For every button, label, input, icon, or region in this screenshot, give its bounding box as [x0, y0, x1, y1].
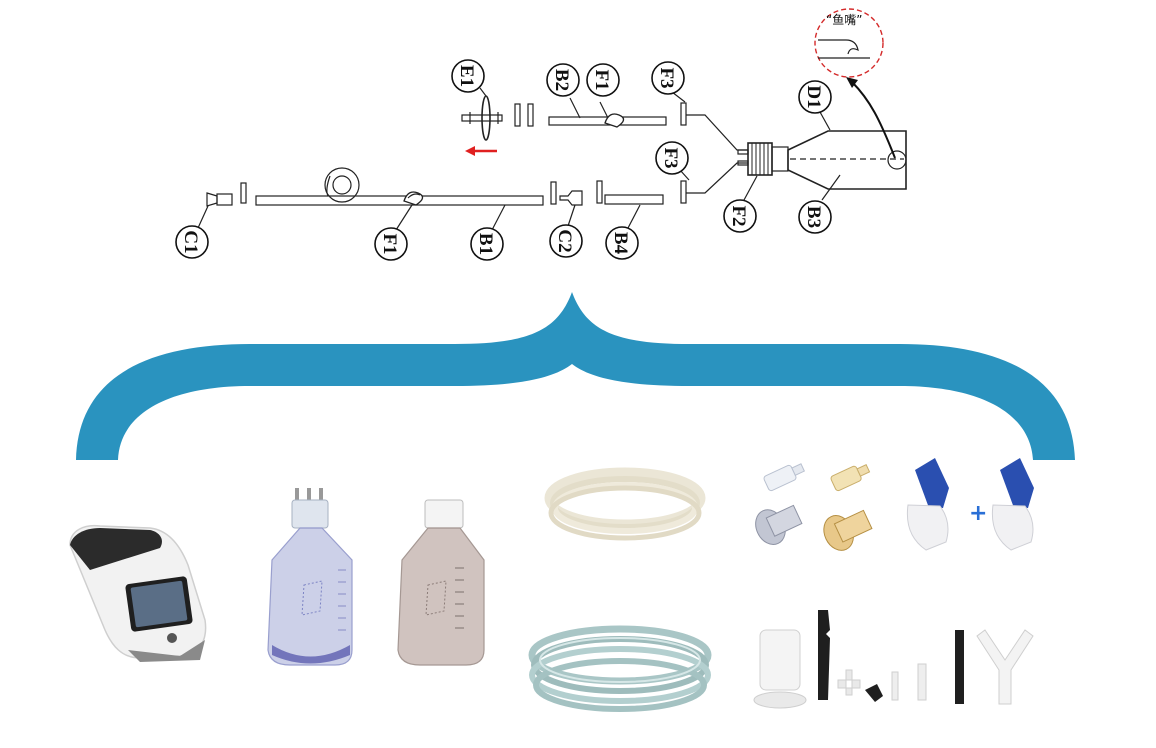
barbed-connectors: [753, 610, 1034, 709]
svg-text:F3: F3: [660, 147, 681, 168]
clamp-f1-bottom: [403, 191, 424, 206]
flow-arrow: [465, 146, 497, 156]
label-b2: B2: [546, 63, 580, 97]
connector-c1: [206, 182, 247, 207]
filter-e1: [461, 95, 503, 141]
tubing-clamps: +: [906, 458, 1034, 551]
svg-text:F3: F3: [656, 67, 677, 88]
line-to-cap-top: [686, 114, 748, 151]
leader-lines: [197, 87, 841, 231]
label-b3: B3: [798, 200, 832, 234]
plus-sign: +: [969, 501, 987, 526]
technical-drawing: “鱼嘴” E1 B2 F1: [175, 8, 907, 261]
label-b4: B4: [605, 226, 639, 260]
label-f3-top: F3: [651, 61, 685, 95]
callout-detail: “鱼嘴”: [814, 8, 884, 78]
callout-text: “鱼嘴”: [826, 13, 862, 27]
svg-text:C2: C2: [554, 229, 575, 252]
connector-c2: [550, 180, 603, 206]
fitting-f3-lower: [680, 180, 687, 204]
label-e1: E1: [451, 59, 485, 93]
device-photo: [69, 524, 207, 662]
dip-tube-arrow: [846, 77, 896, 159]
svg-text:F1: F1: [591, 69, 612, 90]
svg-text:E1: E1: [456, 65, 477, 87]
tube-b4: [604, 194, 664, 205]
svg-text:B2: B2: [551, 69, 572, 91]
line-to-cap-bottom: [686, 162, 748, 194]
cap-f2: [737, 142, 773, 176]
svg-text:F2: F2: [728, 205, 749, 226]
bottle-with-cap-ports: [267, 488, 353, 666]
bottle-b3: [771, 130, 907, 190]
label-d1: D1: [798, 80, 832, 114]
svg-text:C1: C1: [180, 230, 201, 253]
label-f2: F2: [723, 199, 757, 233]
svg-text:B3: B3: [803, 206, 824, 228]
tube-b1: [255, 167, 544, 206]
svg-text:D1: D1: [803, 85, 824, 108]
label-f1-bottom: F1: [374, 227, 408, 261]
fitting-f3-upper: [680, 102, 687, 126]
label-f3-mid: F3: [655, 141, 689, 175]
svg-text:B1: B1: [475, 233, 496, 255]
svg-text:F1: F1: [379, 233, 400, 254]
pvc-tubing-coil: [528, 625, 712, 712]
silicone-tubing-coil: [544, 467, 706, 541]
label-b1: B1: [470, 227, 504, 261]
luer-connectors: [755, 463, 873, 551]
bottle-amber-cap: [397, 499, 485, 666]
label-c1: C1: [175, 225, 209, 259]
label-c2: C2: [549, 224, 583, 258]
grouping-brace: [76, 292, 1075, 460]
svg-text:B4: B4: [610, 232, 631, 255]
label-f1-top: F1: [586, 63, 620, 97]
